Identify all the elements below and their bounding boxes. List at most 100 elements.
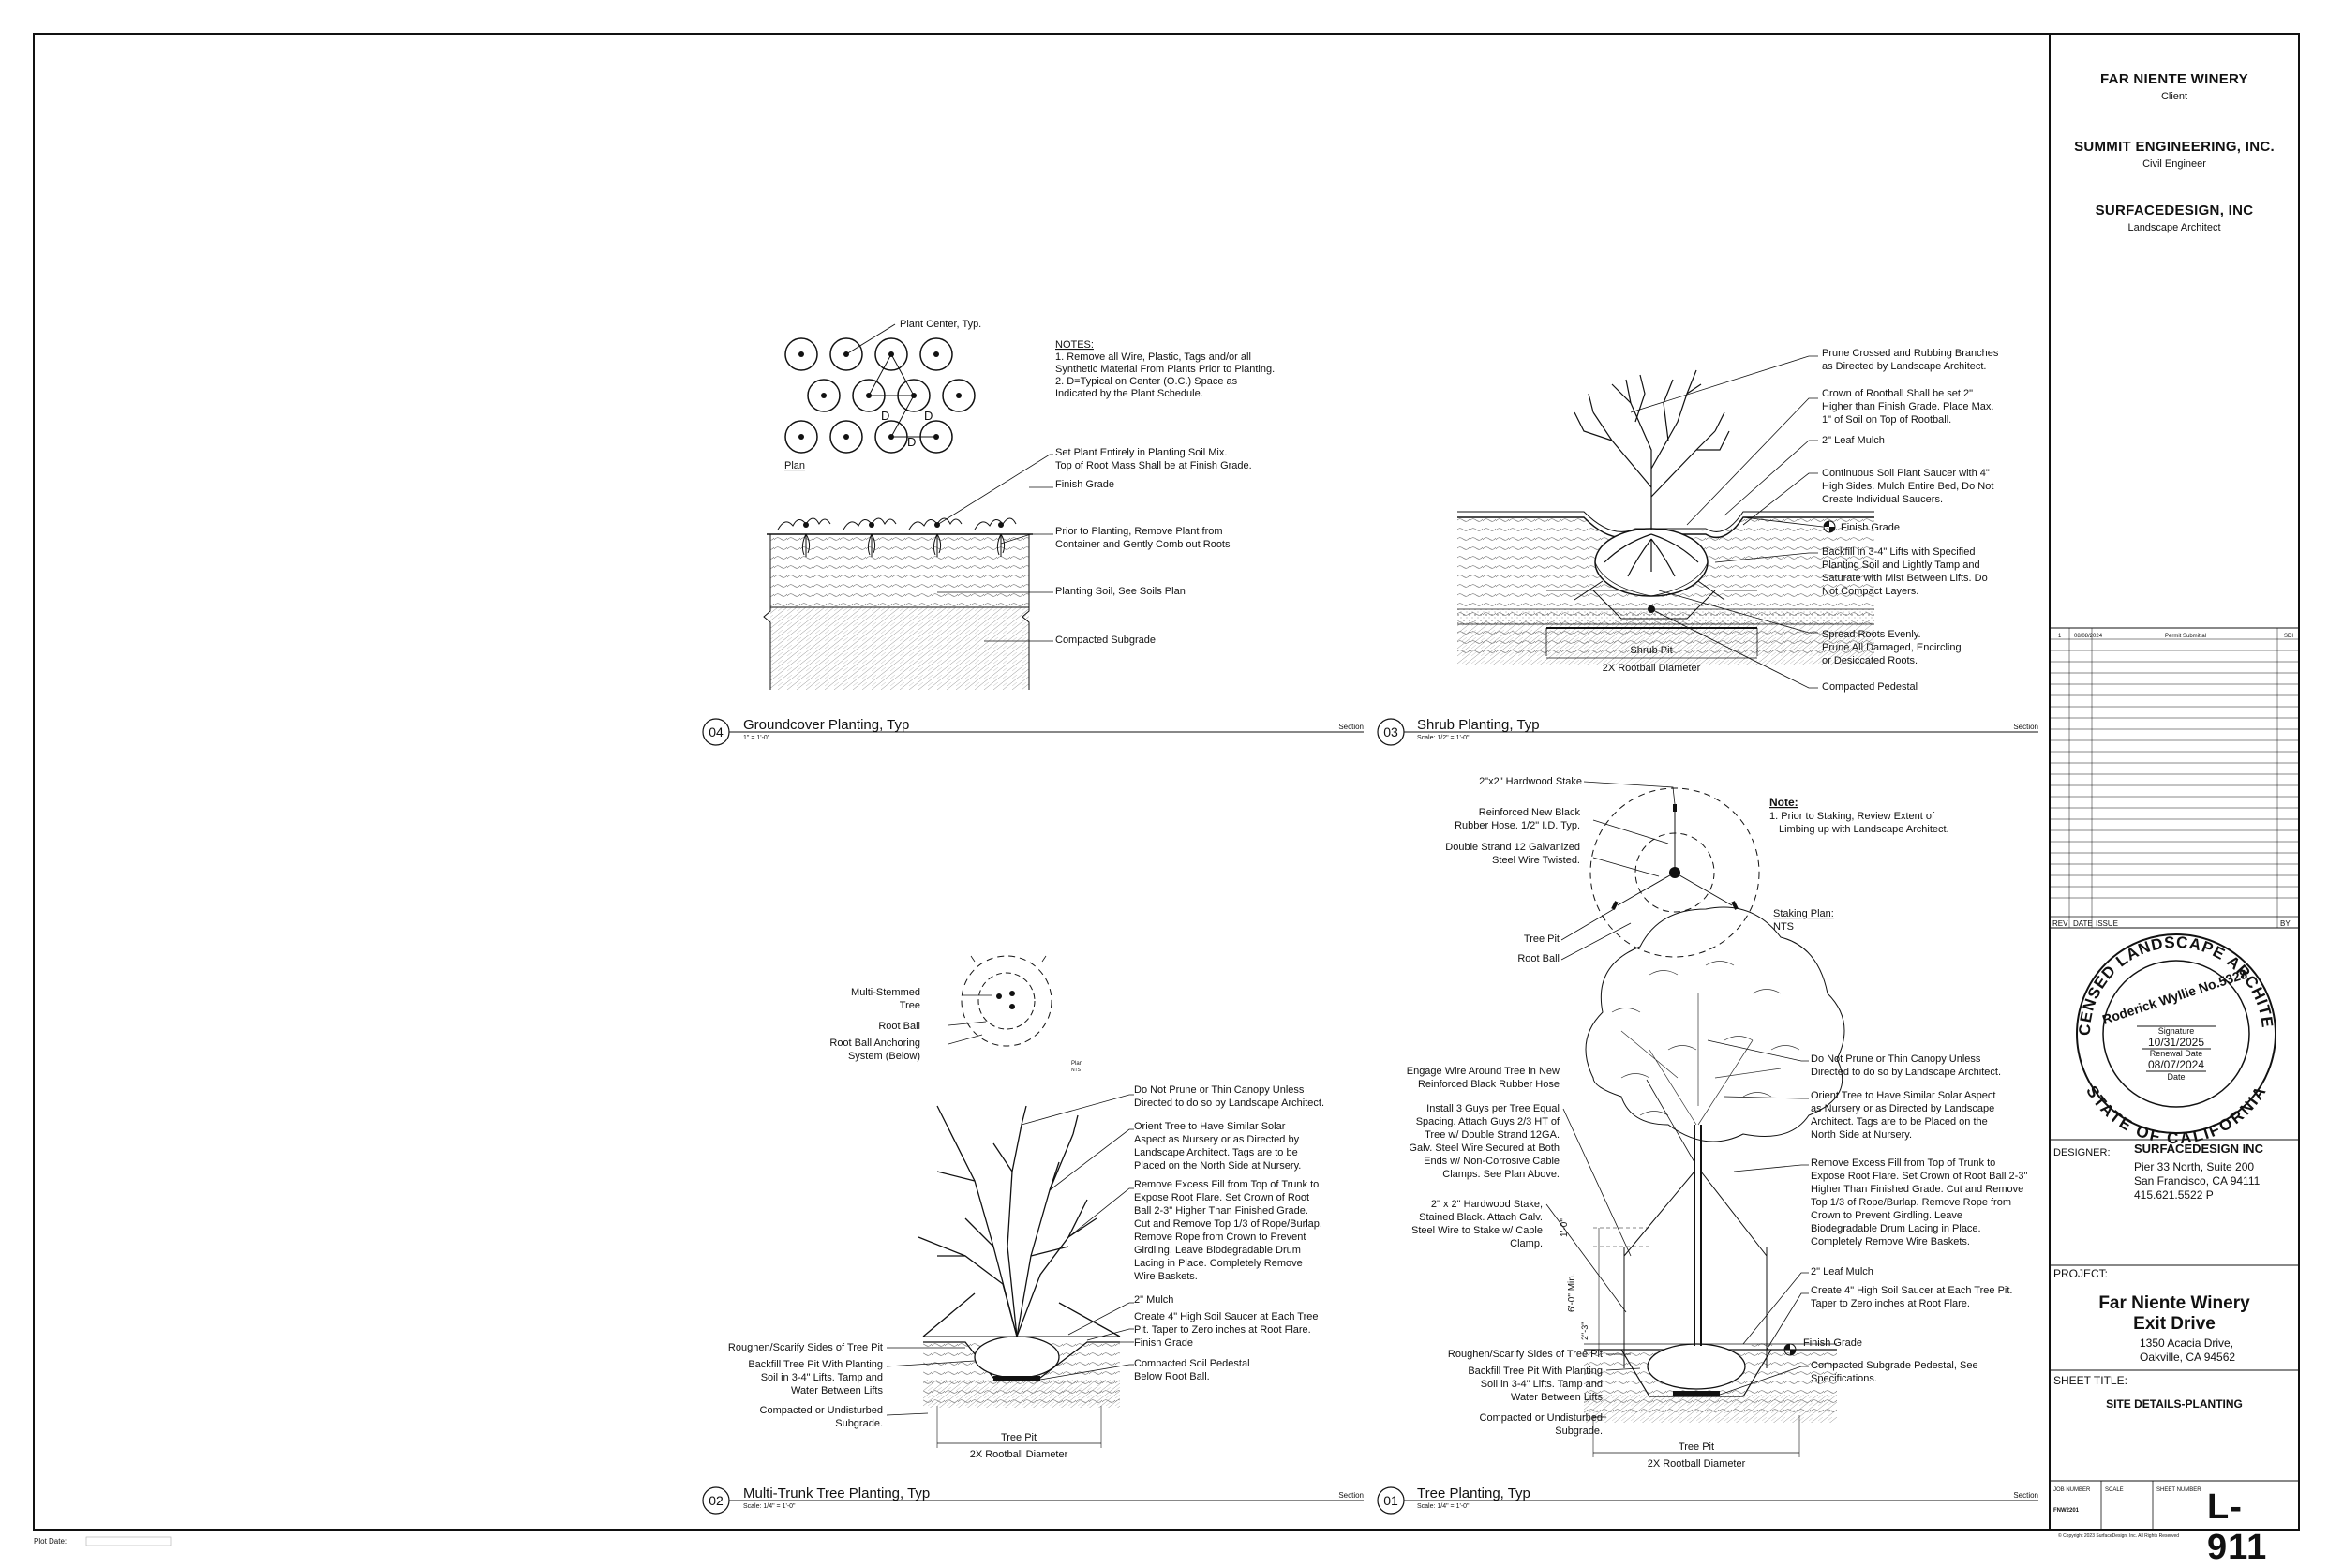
callout-crown: Crown of Rootball Shall be set 2" bbox=[1822, 388, 1973, 399]
staking-note: 1. Prior to Staking, Review Extent of bbox=[1769, 811, 1935, 822]
detail-title: Groundcover Planting, Typ bbox=[743, 717, 909, 733]
callout-orient: Placed on the North Side at Nursery. bbox=[1134, 1160, 1301, 1172]
label-anchoring: Root Ball Anchoring bbox=[829, 1038, 920, 1049]
callout-spread-roots: Spread Roots Evenly. bbox=[1822, 629, 1921, 640]
label-d: D bbox=[881, 409, 889, 423]
pit-dimension: 2X Rootball Diameter bbox=[970, 1449, 1068, 1460]
callout-orient: Aspect as Nursery or as Directed by bbox=[1134, 1134, 1300, 1145]
rev-header-rev: REV bbox=[2052, 919, 2068, 928]
copyright: © Copyright 2023 SurfaceDesign, Inc. All… bbox=[2058, 1532, 2179, 1539]
callout-roughen: Roughen/Scarify Sides of Tree Pit bbox=[1448, 1349, 1603, 1360]
callout-finish-grade: Finish Grade bbox=[1841, 522, 1900, 533]
callout-stake: 2" x 2" Hardwood Stake, bbox=[1431, 1199, 1543, 1210]
architect-name: SURFACEDESIGN, INC bbox=[2095, 202, 2254, 218]
detail-04-groundcover: Plant Center, Typ. D D D Plan NOTES: 1. … bbox=[702, 319, 1364, 746]
callout-remove-fill: Completely Remove Wire Baskets. bbox=[1811, 1236, 1970, 1247]
label-root-ball: Root Ball bbox=[1517, 953, 1560, 964]
label-hose: Reinforced New Black bbox=[1479, 807, 1581, 818]
callout-engage: Reinforced Black Rubber Hose bbox=[1418, 1079, 1560, 1090]
designer-address-2: San Francisco, CA 94111 bbox=[2134, 1174, 2261, 1187]
project-name: Exit Drive bbox=[2133, 1314, 2216, 1334]
sheet-border bbox=[33, 33, 2300, 1531]
rev-row-by: SDI bbox=[2284, 634, 2293, 639]
label-hose: Rubber Hose. 1/2" I.D. Typ. bbox=[1455, 820, 1580, 831]
detail-number: 02 bbox=[709, 1493, 724, 1508]
callout-prior-planting: Container and Gently Comb out Roots bbox=[1055, 539, 1231, 550]
callout-remove-fill: Biodegradable Drum Lacing in Place. bbox=[1811, 1223, 1981, 1234]
callout-orient: Landscape Architect. Tags are to be bbox=[1134, 1147, 1298, 1158]
stamp-signature-date: 10/31/2025 bbox=[2148, 1036, 2204, 1049]
project-label: PROJECT: bbox=[2053, 1267, 2109, 1280]
label-plant-center: Plant Center, Typ. bbox=[900, 319, 981, 330]
detail-title: Shrub Planting, Typ bbox=[1417, 717, 1540, 733]
multi-trunk-section bbox=[918, 1105, 1121, 1408]
callout-noprune: Do Not Prune or Thin Canopy Unless bbox=[1134, 1084, 1305, 1096]
stamp-renewal-label: Renewal Date bbox=[2150, 1049, 2203, 1058]
detail-01-tree: 1'-0" 6'-0" Min. 2"-3" Engage Wire Aroun… bbox=[1377, 906, 2038, 1515]
callout-noprune: Directed to do so by Landscape Architect… bbox=[1134, 1098, 1324, 1109]
engineer-name: SUMMIT ENGINEERING, INC. bbox=[2074, 139, 2275, 155]
groundcover-plan-grid bbox=[784, 323, 976, 454]
callout-saucer: Continuous Soil Plant Saucer with 4" bbox=[1822, 468, 1990, 479]
callout-roughen: Roughen/Scarify Sides of Tree Pit bbox=[728, 1342, 883, 1353]
detail-kind: Section bbox=[1338, 1491, 1364, 1500]
rev-row-num: 1 bbox=[2058, 634, 2062, 639]
detail-scale: 1" = 1'-0" bbox=[743, 735, 770, 741]
staking-plan: 2"x2" Hardwood Stake Reinforced New Blac… bbox=[1445, 776, 1948, 964]
pit-label: Tree Pit bbox=[1001, 1432, 1037, 1443]
label-wire: Steel Wire Twisted. bbox=[1492, 855, 1580, 866]
callout-backfill: Soil in 3-4" Lifts. Tamp and bbox=[1481, 1379, 1603, 1390]
callout-pedestal: Specifications. bbox=[1811, 1373, 1877, 1384]
note-line: 2. D=Typical on Center (O.C.) Space as bbox=[1055, 376, 1238, 387]
label-d: D bbox=[924, 409, 933, 423]
stamp-signature-label: Signature bbox=[2158, 1026, 2195, 1036]
callout-guys: Galv. Steel Wire Secured at Both bbox=[1409, 1142, 1560, 1154]
callout-guys: Install 3 Guys per Tree Equal bbox=[1426, 1103, 1560, 1114]
callout-backfill: Planting Soil and Lightly Tamp and bbox=[1822, 560, 1980, 571]
callout-saucer: High Sides. Mulch Entire Bed, Do Not bbox=[1822, 481, 1993, 492]
callout-compacted: Compacted or Undisturbed bbox=[760, 1405, 883, 1416]
callout-remove-fill: Top 1/3 of Rope/Burlap. Remove Rope from bbox=[1811, 1197, 2011, 1208]
callout-remove-fill: Higher Than Finished Grade. Cut and Remo… bbox=[1811, 1184, 2023, 1195]
callout-backfill: Backfill Tree Pit With Planting bbox=[1468, 1366, 1603, 1377]
sheet-title: SITE DETAILS-PLANTING bbox=[2106, 1397, 2243, 1411]
shrub-section bbox=[1457, 369, 1874, 665]
callout-engage: Engage Wire Around Tree in New bbox=[1407, 1066, 1560, 1077]
dim-6ft: 6'-0" Min. bbox=[1567, 1273, 1577, 1312]
plan-small-label: NTS bbox=[1071, 1068, 1082, 1073]
callout-remove-fill: Remove Excess Fill from Top of Trunk to bbox=[1811, 1157, 1995, 1169]
groundcover-section bbox=[763, 517, 1033, 690]
callout-set-plant: Set Plant Entirely in Planting Soil Mix. bbox=[1055, 447, 1227, 458]
title-block: FAR NIENTE WINERY Client SUMMIT ENGINEER… bbox=[2050, 34, 2299, 1567]
pit-label: Shrub Pit bbox=[1630, 645, 1672, 656]
callout-remove-fill: Expose Root Flare. Set Crown of Root Bal… bbox=[1811, 1171, 2027, 1182]
label-anchoring: System (Below) bbox=[848, 1051, 920, 1062]
note-line: Indicated by the Plant Schedule. bbox=[1055, 388, 1203, 399]
callout-remove-fill: Ball 2-3" Higher Than Finished Grade. bbox=[1134, 1205, 1308, 1217]
callout-remove-fill: Girdling. Leave Biodegradable Drum bbox=[1134, 1245, 1301, 1256]
staking-plan-label: Staking Plan: bbox=[1773, 908, 1834, 919]
client-role: Client bbox=[2160, 91, 2188, 102]
pit-dimension: 2X Rootball Diameter bbox=[1603, 663, 1701, 674]
stamp-date-label: Date bbox=[2167, 1072, 2185, 1082]
pit-dimension: 2X Rootball Diameter bbox=[1648, 1458, 1746, 1470]
multi-trunk-plan bbox=[948, 955, 1052, 1047]
detail-kind: Section bbox=[2013, 1491, 2038, 1500]
label-root-ball: Root Ball bbox=[878, 1021, 920, 1032]
staking-plan-scale: NTS bbox=[1773, 921, 1794, 933]
rev-row-date: 08/08/2024 bbox=[2074, 634, 2103, 639]
designer-label: DESIGNER: bbox=[2053, 1147, 2111, 1158]
designer-name: SURFACEDESIGN INC bbox=[2134, 1142, 2263, 1156]
callout-pedestal: Compacted Subgrade Pedestal, See bbox=[1811, 1360, 1978, 1371]
label-tree-pit: Tree Pit bbox=[1524, 933, 1560, 945]
scale-label: SCALE bbox=[2105, 1487, 2124, 1493]
label-wire: Double Strand 12 Galvanized bbox=[1445, 842, 1580, 853]
notes-title: NOTES: bbox=[1055, 339, 1094, 351]
project-address-1: 1350 Acacia Drive, bbox=[2140, 1337, 2234, 1350]
label-stake: 2"x2" Hardwood Stake bbox=[1479, 776, 1582, 787]
rev-header-date: DATE bbox=[2073, 919, 2093, 928]
callout-crown: 1" of Soil on Top of Rootball. bbox=[1822, 414, 1951, 426]
detail-scale: Scale: 1/2" = 1'-0" bbox=[1417, 735, 1470, 741]
callout-saucer: Create Individual Saucers. bbox=[1822, 494, 1943, 505]
callout-backfill: Backfill Tree Pit With Planting bbox=[748, 1359, 883, 1370]
